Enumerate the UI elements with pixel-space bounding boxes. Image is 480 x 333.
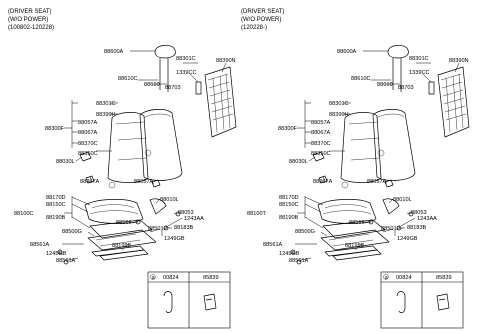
- label-1245gb: 1245GB: [46, 251, 67, 257]
- label-88301c-top: 88301C: [176, 56, 196, 62]
- label-88350c: 88350C: [311, 151, 331, 157]
- retainer-clip-icon: [203, 293, 217, 311]
- right-header-line-1: (DRIVER SEAT): [241, 9, 285, 15]
- label-1249gb: 1249GB: [397, 236, 418, 242]
- label-88053: 88053: [411, 210, 427, 216]
- label-88390n: 88390N: [216, 58, 236, 64]
- label-88170d: 88170D: [46, 195, 66, 201]
- label-88067a-hinge: 88067A: [80, 179, 100, 185]
- label-88183b: 88183B: [407, 225, 427, 231]
- label-88501p: 88501P: [148, 226, 168, 232]
- legend-callout-a: a: [152, 275, 156, 281]
- label-88569: 88569: [349, 220, 365, 226]
- label-88600a: 88600A: [104, 49, 124, 55]
- label-88190b: 88190B: [46, 215, 66, 221]
- label-88350c: 88350C: [78, 151, 98, 157]
- label-88183b: 88183B: [174, 225, 194, 231]
- label-1249gb-2: 1249GB: [279, 251, 300, 257]
- label-88190b: 88190B: [279, 215, 299, 221]
- label-88301c-top: 88301C: [409, 56, 429, 62]
- left-part-labels: 88600A 88610C 88610 88301C 1339CC 88390N…: [14, 49, 236, 264]
- label-88195b: 88195B: [345, 243, 365, 249]
- label-88067a-hinge: 88067A: [313, 179, 333, 185]
- label-88030l: 88030L: [289, 159, 308, 165]
- label-88150c: 88150C: [46, 202, 66, 208]
- label-88057a: 88057A: [78, 120, 98, 126]
- label-88500g: 88500G: [295, 229, 315, 235]
- label-88195b: 88195B: [112, 243, 132, 249]
- label-88057a: 88057A: [311, 120, 331, 126]
- left-panel: (DRIVER SEAT) (W/O POWER) (100802-120228…: [8, 9, 237, 329]
- label-88600a: 88600A: [337, 49, 357, 55]
- label-1339cc: 1339CC: [176, 70, 197, 76]
- spring-clip-icon: [396, 291, 406, 314]
- legend-code-00824: 00824: [396, 275, 412, 281]
- label-88500g: 88500G: [62, 229, 82, 235]
- label-88057a-hinge: 88057A: [367, 179, 387, 185]
- label-88501p: 88501P: [381, 226, 401, 232]
- label-88100t: 88100T: [247, 211, 267, 217]
- retainer-clip-icon: [436, 293, 450, 311]
- label-88057a-hinge: 88057A: [134, 179, 154, 185]
- label-1249gb: 1249GB: [164, 236, 185, 242]
- right-header-line-2: (W/O POWER): [241, 17, 281, 23]
- label-88010l: 88010L: [393, 197, 412, 203]
- label-88610: 88610: [144, 82, 160, 88]
- right-header: (DRIVER SEAT) (W/O POWER) (120228-): [241, 9, 285, 31]
- label-88561a: 88561A: [263, 242, 283, 248]
- legend-code-00824: 00824: [163, 275, 179, 281]
- label-88301c: 88301C: [329, 101, 349, 107]
- left-header-line-3: (100802-120228): [8, 25, 54, 31]
- spring-clip-icon: [163, 291, 173, 314]
- label-1243aa: 1243AA: [417, 216, 437, 222]
- label-88370c: 88370C: [311, 141, 331, 147]
- label-88703: 88703: [165, 85, 181, 91]
- label-88610c: 88610C: [118, 76, 138, 82]
- legend-code-85839: 85839: [436, 275, 452, 281]
- label-88300f: 88300F: [45, 126, 65, 132]
- left-legend-table: a 00824 85839: [147, 271, 231, 329]
- label-88390h: 88390H: [96, 112, 116, 118]
- label-88100c: 88100C: [14, 211, 34, 217]
- right-legend-table: a 00824 85839: [380, 271, 464, 329]
- label-88010l: 88010L: [160, 197, 179, 203]
- label-88561a-rail: 88561A: [289, 258, 309, 264]
- legend-code-85839: 85839: [203, 275, 219, 281]
- label-88030l: 88030L: [56, 159, 75, 165]
- left-header-line-2: (W/O POWER): [8, 17, 48, 23]
- right-callout-lines: [291, 50, 460, 261]
- left-header: (DRIVER SEAT) (W/O POWER) (100802-120228…: [8, 9, 54, 31]
- right-part-labels: 88600A 88610C 88610 88301C 1339CC 88390N…: [247, 49, 469, 264]
- label-88610c: 88610C: [351, 76, 371, 82]
- label-88150c: 88150C: [279, 202, 299, 208]
- label-88301c: 88301C: [96, 101, 116, 107]
- left-header-line-1: (DRIVER SEAT): [8, 9, 52, 15]
- label-1339cc: 1339CC: [409, 70, 430, 76]
- label-88053: 88053: [178, 210, 194, 216]
- label-88610: 88610: [377, 82, 393, 88]
- label-1243aa: 1243AA: [184, 216, 204, 222]
- label-88390h: 88390H: [329, 112, 349, 118]
- right-header-line-3: (120228-): [241, 25, 267, 31]
- label-88067a: 88067A: [311, 130, 331, 136]
- label-88370c: 88370C: [78, 141, 98, 147]
- label-88300f: 88300F: [278, 126, 298, 132]
- label-88067a: 88067A: [78, 130, 98, 136]
- label-88569: 88569: [116, 220, 132, 226]
- label-88390n: 88390N: [449, 58, 469, 64]
- left-callout-lines: [58, 50, 227, 261]
- label-88703: 88703: [398, 85, 414, 91]
- legend-callout-a: a: [385, 275, 389, 281]
- label-88561a-rail: 88561A: [56, 258, 76, 264]
- label-88170d: 88170D: [279, 195, 299, 201]
- right-panel: (DRIVER SEAT) (W/O POWER) (120228-): [241, 9, 470, 329]
- label-88561a: 88561A: [30, 242, 50, 248]
